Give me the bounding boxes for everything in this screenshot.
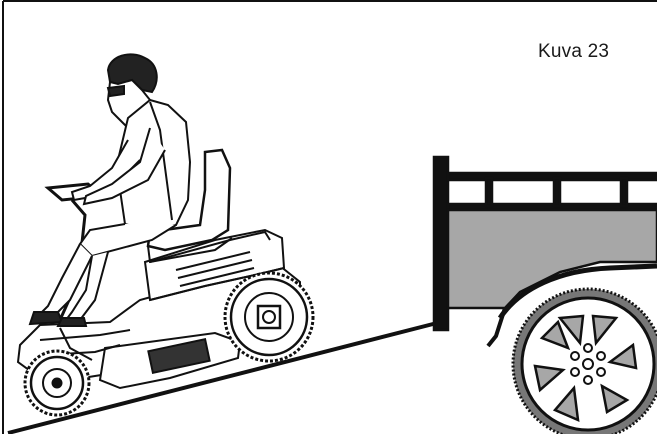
mower-rear-wheel — [225, 273, 313, 361]
trailer-body — [448, 210, 657, 308]
figure-caption: Kuva 23 — [538, 41, 609, 63]
mower-front-wheel — [25, 351, 89, 415]
trailer-wheel — [513, 289, 657, 434]
rider-shoe — [30, 312, 62, 324]
rider-glasses — [108, 86, 124, 96]
trailer-rear-post — [434, 157, 448, 330]
